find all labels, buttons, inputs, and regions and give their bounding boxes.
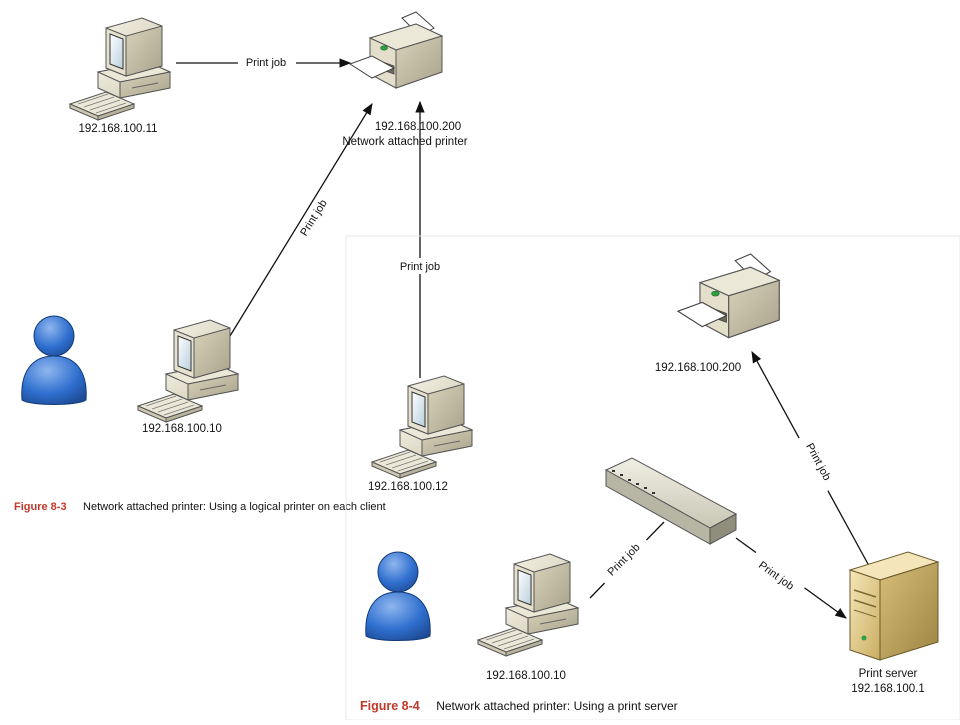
server-label: Print server [859, 668, 918, 680]
computer-icon [477, 553, 579, 657]
person-icon [365, 551, 431, 641]
figure-8-3: Print job Print job Print job 192.168.10… [14, 11, 473, 514]
computer-icon [371, 375, 473, 479]
printer-label: Network attached printer [342, 136, 467, 148]
client-ip-12: 192.168.100.12 [368, 481, 448, 493]
person-icon [21, 315, 87, 405]
figure-number: Figure 8-3 [14, 501, 67, 513]
switch-icon [604, 457, 738, 545]
computer-icon [69, 17, 171, 121]
figure-caption: Figure 8-4 Network attached printer: Usi… [360, 697, 678, 714]
figure-title: Network attached printer: Using a logica… [83, 501, 386, 513]
printer-ip: 192.168.100.200 [375, 121, 461, 133]
figure-number: Figure 8-4 [360, 699, 420, 713]
client-ip-10: 192.168.100.10 [486, 670, 566, 682]
printer-icon [677, 253, 780, 339]
edge-client10-to-printer [229, 103, 373, 337]
client-ip-11: 192.168.100.11 [78, 123, 157, 135]
client-ip-10: 192.168.100.10 [142, 423, 222, 435]
edge-label-client11: Print job [246, 57, 286, 69]
printer-icon [349, 11, 443, 89]
figure-title: Network attached printer: Using a print … [436, 699, 677, 713]
figure-8-4: Print job Print job Print job 192.168.10… [345, 235, 960, 721]
server-ip: 192.168.100.1 [851, 683, 925, 695]
edge-label-client12: Print job [400, 261, 440, 273]
printer-ip: 192.168.100.200 [655, 362, 741, 374]
edge-label-client-switch: Print job [605, 541, 642, 578]
computer-icon [137, 319, 239, 423]
figure-caption: Figure 8-3 Network attached printer: Usi… [14, 497, 386, 514]
server-icon [848, 551, 940, 661]
